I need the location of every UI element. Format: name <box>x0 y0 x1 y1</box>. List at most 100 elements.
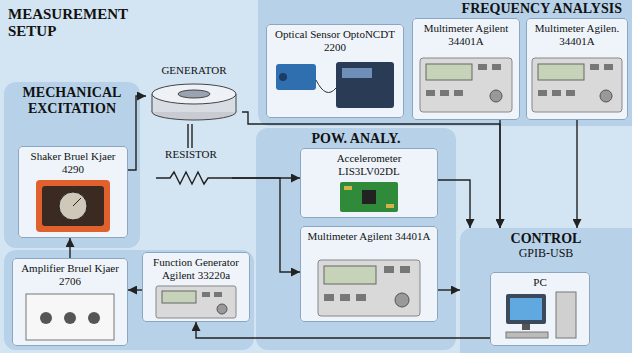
meter-button <box>324 294 334 301</box>
pc-box: PC <box>490 272 590 346</box>
signal-arrow <box>438 180 470 228</box>
frequency-panel-ground <box>258 0 632 126</box>
node-label: Multimeter Agilent 34401A <box>413 19 519 47</box>
meter-button <box>478 64 487 70</box>
board-pad <box>344 186 352 190</box>
power-analysis-panel: POW. ANALY. Accelerometer LIS3LV02DL Multi… <box>256 128 456 350</box>
mechanical-panel-ground <box>4 82 140 248</box>
generator-side <box>152 94 153 112</box>
sensor-controller <box>336 62 394 108</box>
generator-side <box>236 94 237 112</box>
node-label: Amplifier Bruel Kjaer 2706 <box>13 259 127 287</box>
box-ground <box>300 226 438 322</box>
sensor-head <box>276 64 316 90</box>
accelerometer-chip <box>362 190 376 204</box>
pc-tower <box>556 292 576 338</box>
node-label: PC <box>491 273 589 289</box>
sensor-lens <box>279 73 287 81</box>
board-pad <box>386 204 394 208</box>
meter-button <box>400 266 410 273</box>
node-label: Shaker Bruel Kjaer 4290 <box>19 147 127 175</box>
node-label: RESISTOR <box>150 148 232 161</box>
pc-stand <box>522 324 530 330</box>
node-label: Optical Sensor OptoNCDT 2200 <box>267 25 403 53</box>
box-ground <box>412 18 520 120</box>
box-ground <box>526 18 628 120</box>
box-ground <box>12 258 128 346</box>
frequency-analysis-panel: FREQUENCY ANALYSIS Optical Sensor OptoNCD… <box>258 0 632 126</box>
optical-sensor-picture <box>276 62 394 108</box>
meter-knob <box>600 90 612 102</box>
meter-body <box>532 58 622 112</box>
node-label: GENERATOR <box>146 64 242 77</box>
box-ground <box>142 252 250 322</box>
signal-arrow <box>128 289 142 290</box>
multimeter-picture <box>318 260 420 316</box>
signal-arrow <box>576 120 577 228</box>
multimeter-picture <box>532 58 622 112</box>
pc-keyboard <box>506 332 548 338</box>
optical-sensor-box: Optical Sensor OptoNCDT 2200 <box>266 24 404 118</box>
node-label: Function Generator Agilent 33220a <box>143 253 249 281</box>
multimeter-box: Multimeter Agilent 34401A <box>300 226 438 322</box>
accelerometer-box: Accelerometer LIS3LV02DL <box>300 148 438 218</box>
meter-button <box>552 90 561 96</box>
meter-body <box>420 58 512 112</box>
meter-body <box>318 260 420 316</box>
generator-button <box>202 292 210 297</box>
meter-display <box>324 266 376 284</box>
generator-knob <box>217 304 227 314</box>
signal-arrow <box>232 178 300 272</box>
meter-button <box>340 294 350 301</box>
resistor-part: RESISTOR <box>150 148 232 190</box>
node-label: Multimeter Agilent 34401A <box>301 227 437 243</box>
box-ground <box>266 24 404 118</box>
meter-knob <box>395 293 409 307</box>
amplifier-knob <box>64 312 76 324</box>
amplifier-box: Amplifier Bruel Kjaer 2706 <box>12 258 128 346</box>
shaker-box: Shaker Bruel Kjaer 4290 <box>18 146 128 238</box>
shaker-picture <box>36 180 110 232</box>
signal-arrow <box>499 120 500 228</box>
meter-button <box>590 64 599 70</box>
signal-arrow <box>438 289 460 290</box>
function-generator-picture <box>156 286 236 318</box>
pc-screen <box>510 298 542 320</box>
pc-picture <box>506 292 576 338</box>
meter-button <box>454 90 463 96</box>
amplifier-case <box>26 294 114 340</box>
meter-button <box>538 90 547 96</box>
multimeter-box: Multimeter Agilent 34401A <box>412 18 520 120</box>
node-label: Multimeter Agilen. 34401A <box>527 19 627 47</box>
amplifier-picture <box>26 294 114 340</box>
box-ground <box>300 148 438 218</box>
node-label: Accelerometer LIS3LV02DL <box>301 149 437 177</box>
resistor-symbol <box>156 172 232 184</box>
box-ground <box>18 146 128 238</box>
amplifier-knob <box>40 312 52 324</box>
amplifier-knob <box>88 312 100 324</box>
meter-display <box>538 64 584 80</box>
function-generator-box: Function Generator Agilent 33220a <box>142 252 250 322</box>
diagram-title: MEASUREMENT SETUP <box>8 6 138 41</box>
box-ground <box>490 272 590 346</box>
node-sublabel: GPIB-USB <box>460 247 632 261</box>
node-label: CONTROL <box>460 228 632 247</box>
control-panel-ground <box>460 228 632 353</box>
sensor-cable <box>316 80 336 93</box>
node-label: FREQUENCY ANALYSIS <box>258 0 632 17</box>
shaker-dial <box>59 192 87 220</box>
generator-case <box>156 286 236 318</box>
node-label: POW. ANALY. <box>256 128 456 147</box>
box-grounds <box>12 18 628 346</box>
generator-part: GENERATOR <box>146 64 242 124</box>
controller-display <box>342 68 372 78</box>
signal-arrow <box>196 322 490 338</box>
multimeter-picture <box>420 58 512 112</box>
meter-knob <box>490 90 502 102</box>
multimeter-box: Multimeter Agilen. 34401A <box>526 18 628 120</box>
dial-needle <box>73 198 81 206</box>
